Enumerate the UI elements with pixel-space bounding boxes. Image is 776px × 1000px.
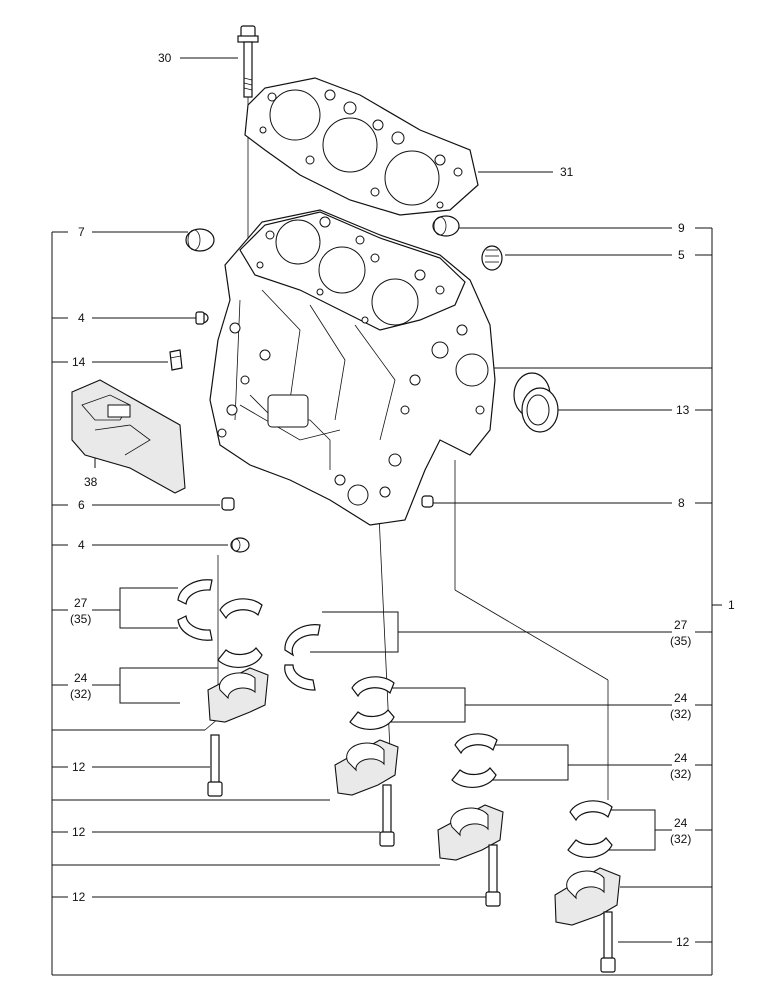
- callout-27-right: 27: [674, 618, 688, 632]
- cap-bolt-3: [485, 844, 501, 907]
- bearing-cap-3: [437, 804, 504, 861]
- callout-14: 14: [72, 355, 86, 369]
- bushing-part-13: [513, 372, 559, 433]
- callout-24-c: 24: [674, 816, 688, 830]
- callout-32-c: (32): [670, 832, 691, 846]
- plug-part-8: [421, 495, 434, 508]
- cap-bolt-1: [207, 734, 223, 797]
- bearing-cap-4: [554, 867, 621, 926]
- callout-4-lower: 4: [78, 538, 85, 552]
- bearing-cap-2: [334, 739, 399, 796]
- head-bolt-part-30: [237, 25, 259, 98]
- plug-part-5: [481, 245, 503, 271]
- callout-24-left: 24: [74, 671, 88, 685]
- thrust-washers-right: [284, 624, 321, 691]
- callout-13: 13: [676, 403, 690, 417]
- plug-part-7: [185, 228, 215, 252]
- main-bearing-1: [217, 598, 263, 669]
- callout-31: 31: [560, 165, 574, 179]
- callout-30: 30: [158, 51, 172, 65]
- head-gasket-part-31: [244, 77, 479, 216]
- callout-12-b: 12: [72, 825, 86, 839]
- callout-12-d: 12: [676, 935, 690, 949]
- plug-part-4-lower: [230, 537, 250, 553]
- plug-part-4-upper: [195, 311, 209, 325]
- callout-24-a: 24: [674, 691, 688, 705]
- callout-5: 5: [678, 248, 685, 262]
- callout-9: 9: [678, 221, 685, 235]
- plug-part-9: [432, 215, 460, 237]
- callout-6: 6: [78, 498, 85, 512]
- thrust-washers-left: [177, 579, 213, 641]
- callout-32-left: (32): [70, 687, 91, 701]
- assembly-brackets: [51, 227, 722, 976]
- callout-32-b: (32): [670, 767, 691, 781]
- pin-part-14: [169, 349, 183, 371]
- main-bearing-3: [451, 733, 498, 789]
- leader-lines: [92, 57, 695, 943]
- main-bearing-4: [567, 800, 613, 859]
- callout-35-right: (35): [670, 634, 691, 648]
- callout-labels: 30 31 7 9 5 4 14 13 38 6 8 4 27 (35) 1 2…: [70, 51, 735, 949]
- callout-24-b: 24: [674, 751, 688, 765]
- callout-12-c: 12: [72, 890, 86, 904]
- callout-8: 8: [678, 496, 685, 510]
- callout-38: 38: [84, 475, 98, 489]
- cap-bolt-4: [600, 911, 616, 973]
- callout-1: 1: [728, 598, 735, 612]
- callout-12-a: 12: [72, 760, 86, 774]
- cap-bolt-2: [379, 784, 395, 847]
- cylinder-block: [209, 209, 496, 526]
- bearing-cap-1: [207, 667, 269, 723]
- callout-27-left: 27: [74, 596, 88, 610]
- callout-32-a: (32): [670, 707, 691, 721]
- main-bearing-2: [349, 676, 395, 731]
- callout-4-upper: 4: [78, 311, 85, 325]
- callout-7: 7: [78, 225, 85, 239]
- callout-35-left: (35): [70, 612, 91, 626]
- side-cover-part-38: [71, 379, 186, 494]
- plug-part-6: [221, 497, 235, 511]
